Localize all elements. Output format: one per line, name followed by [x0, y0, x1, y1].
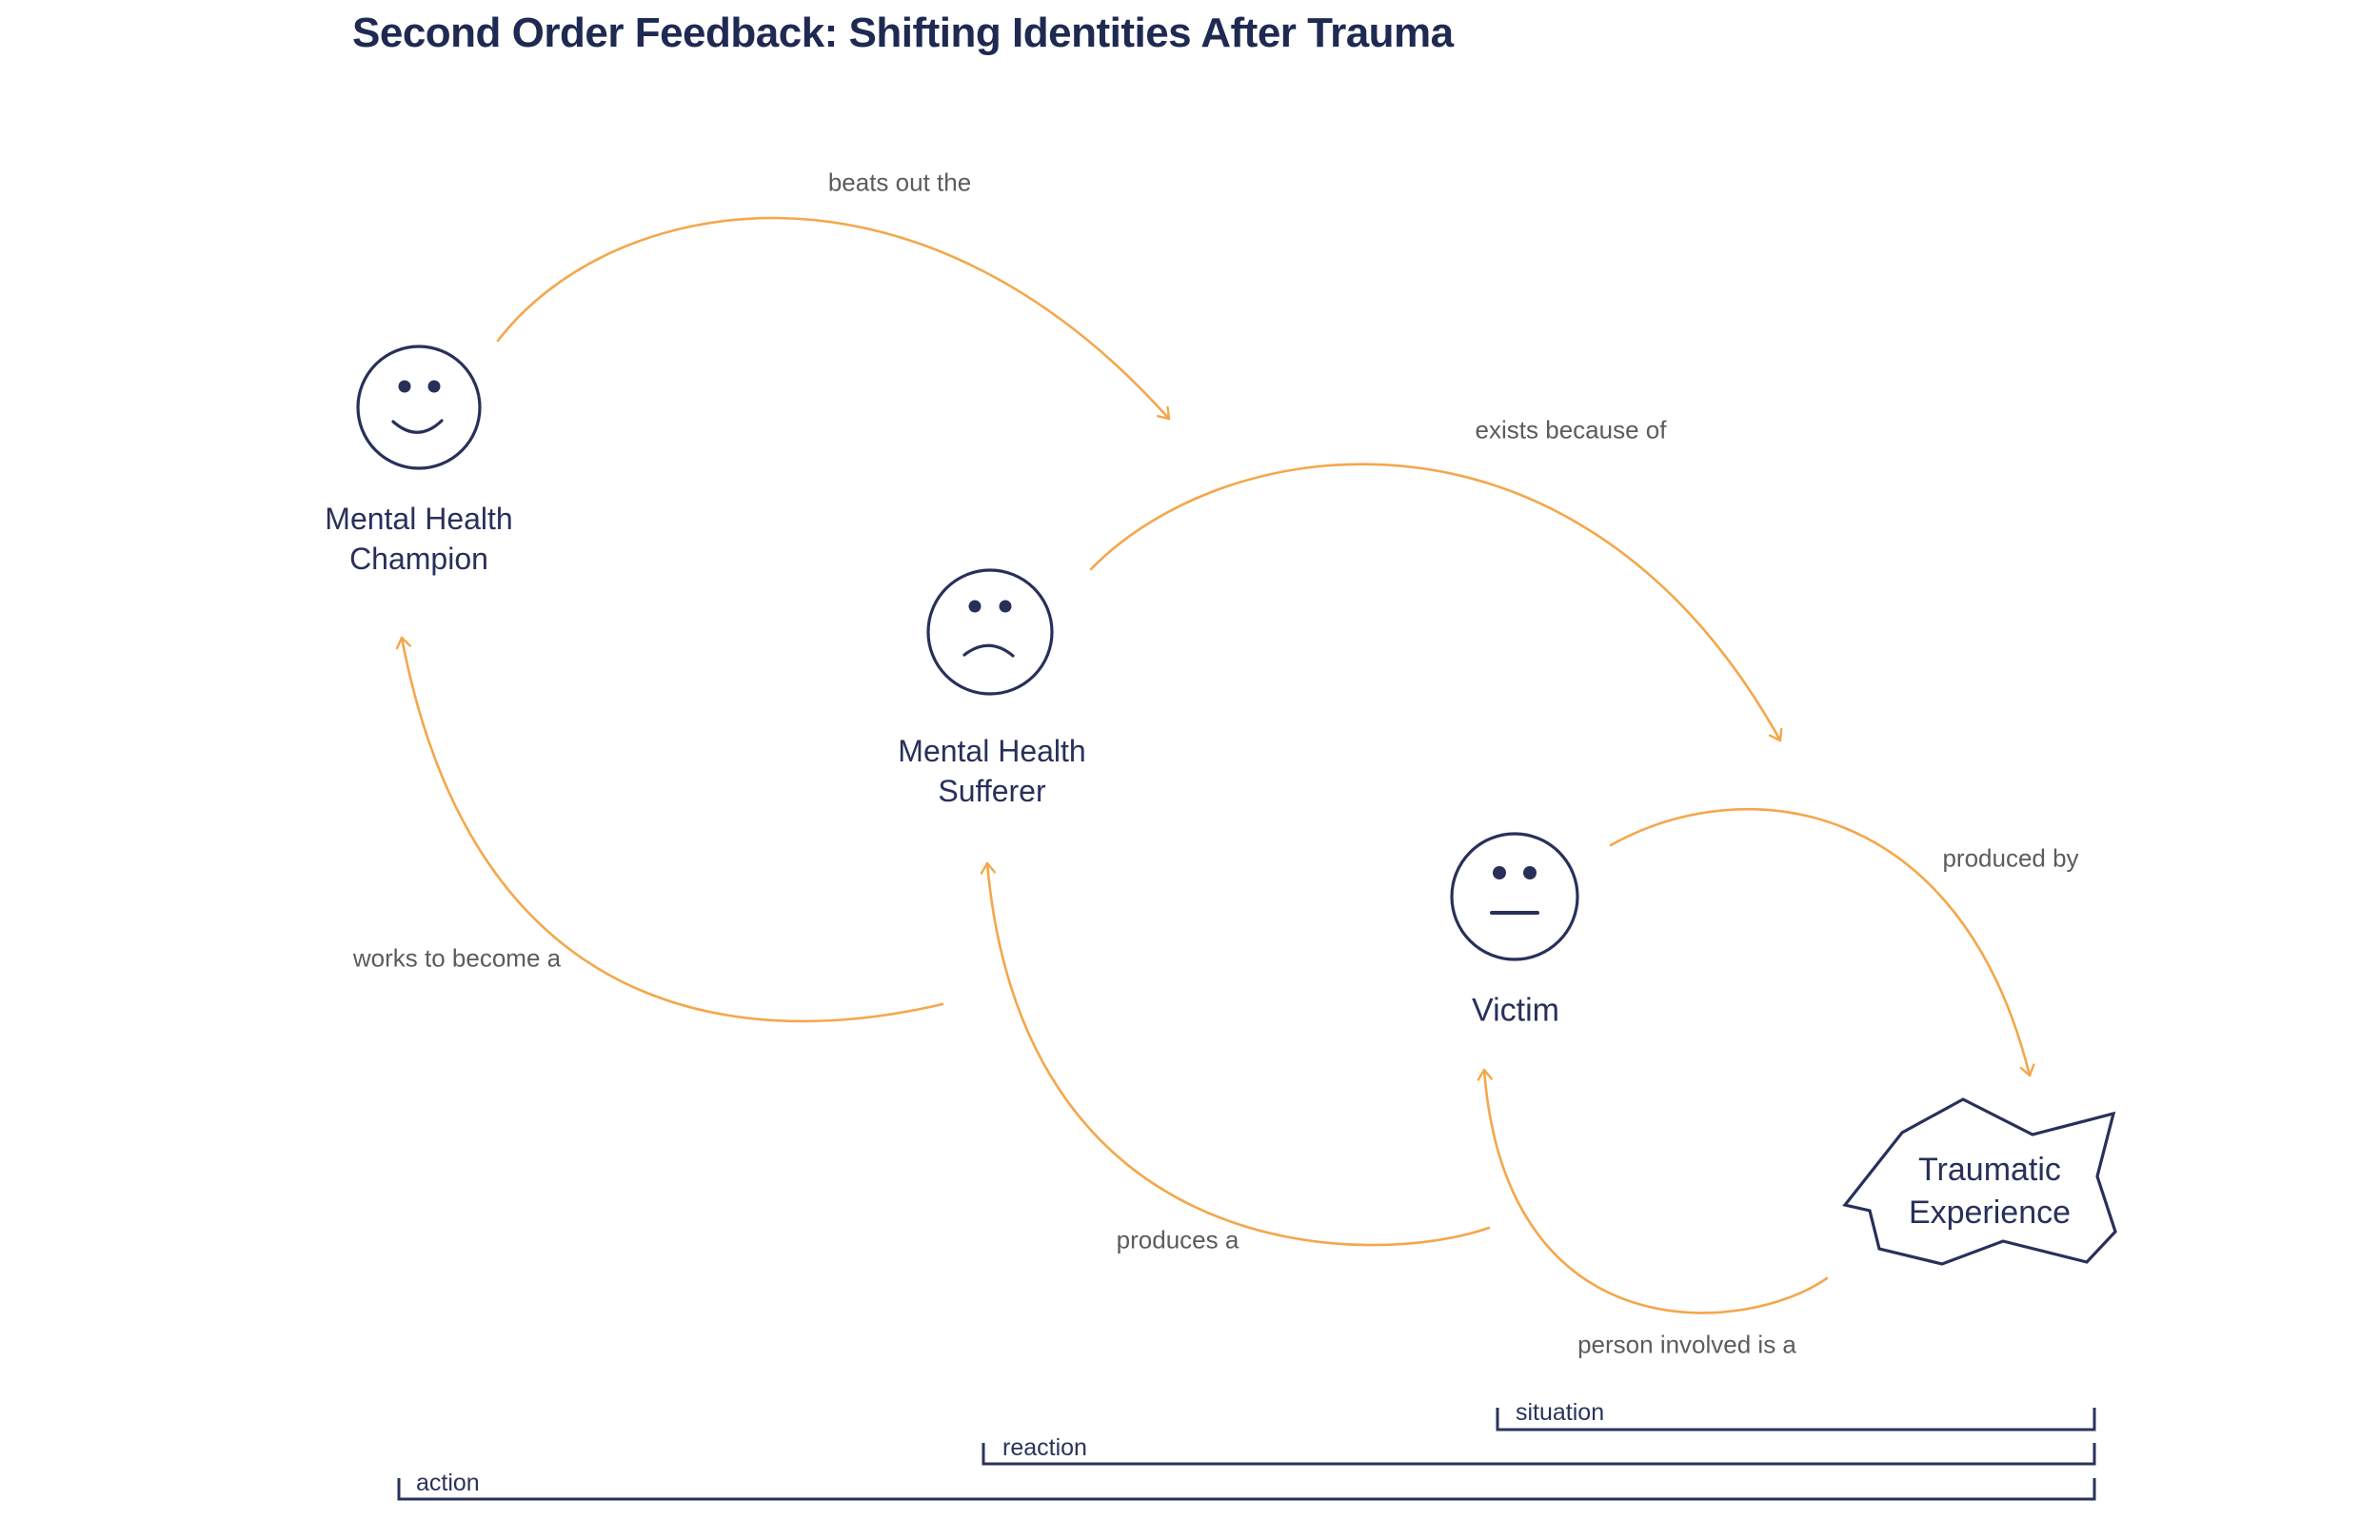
edge-label-produced-by: produced by [1942, 843, 2079, 873]
situation-bracket [1496, 1408, 2096, 1431]
node-label-trauma: Traumatic Experience [1908, 1152, 2072, 1231]
edge-works-to-become-a-arc [395, 636, 944, 1023]
jagged-blob-shape [1842, 1097, 2117, 1266]
edge-produces-a-arc [980, 861, 1491, 1247]
bracket-label-situation: situation [1516, 1399, 1605, 1426]
page-title: Second Order Feedback: Shifting Identiti… [352, 10, 1454, 56]
happy-face-icon [356, 345, 482, 470]
edge-label-person-involved-is-a: person involved is a [1577, 1330, 1796, 1359]
neutral-face-icon [1450, 832, 1579, 961]
edge-person-involved-is-a-arc [1477, 1068, 1829, 1314]
bracket-label-action: action [416, 1470, 480, 1496]
sad-face-icon [926, 568, 1054, 696]
edge-label-works-to-become-a: works to become a [352, 943, 562, 973]
edge-beats-out-the-arc [496, 216, 1171, 421]
brackets-group [397, 1408, 2096, 1501]
edge-label-beats-out-the: beats out the [827, 168, 972, 197]
edges-group [395, 216, 2035, 1314]
bracket-label-reaction: reaction [1002, 1434, 1087, 1461]
node-label-champion: Mental Health Champion [325, 501, 513, 576]
action-bracket [397, 1478, 2096, 1501]
edge-produced-by-arc [1609, 807, 2035, 1077]
edge-label-exists-because-of: exists because of [1475, 415, 1667, 444]
edge-label-produces-a: produces a [1116, 1225, 1240, 1254]
node-label-victim: Victim [1472, 992, 1559, 1029]
edge-exists-because-of-arc [1089, 463, 1783, 742]
reaction-bracket [982, 1443, 2096, 1466]
node-label-sufferer: Mental Health Sufferer [898, 733, 1086, 808]
